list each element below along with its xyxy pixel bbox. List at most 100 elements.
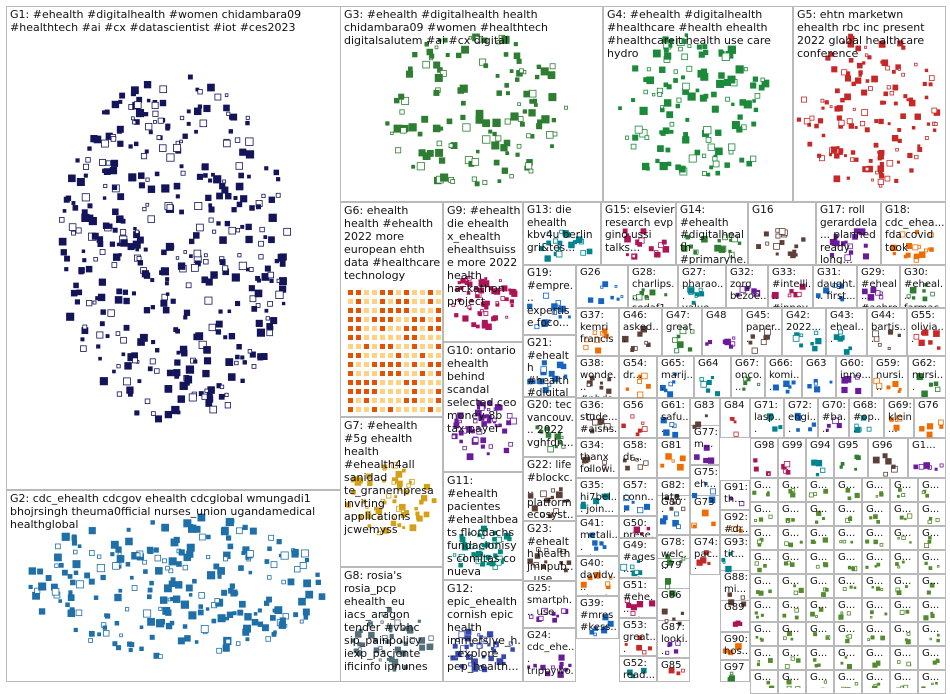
g1-node xyxy=(162,250,167,255)
g1-node xyxy=(181,211,184,214)
g2-node xyxy=(316,580,321,585)
g6-node xyxy=(364,371,369,376)
g3-node xyxy=(493,119,500,126)
group-panel-g70: G70: #ba... xyxy=(818,398,849,438)
g4-node xyxy=(737,127,742,132)
g5-node xyxy=(874,143,878,147)
g4-node xyxy=(702,154,705,157)
g6-node xyxy=(388,362,393,367)
g1-node xyxy=(265,266,270,271)
group-label-minor: G... xyxy=(782,480,799,492)
g5-node xyxy=(878,166,884,172)
g1-node xyxy=(237,202,242,207)
g6-node xyxy=(412,335,417,340)
g1-node xyxy=(101,140,108,147)
minor-group-node xyxy=(626,388,629,391)
g5-node xyxy=(841,98,845,102)
g2-node xyxy=(277,539,281,543)
g1-node xyxy=(72,231,76,235)
g9-node xyxy=(486,324,492,330)
group-label-minor: G... xyxy=(754,528,771,540)
g2-node xyxy=(166,623,172,629)
g1-node xyxy=(202,394,207,399)
g6-node xyxy=(396,407,401,412)
group-panel-g33: G33: #intelli... #innov... xyxy=(768,265,813,308)
minor-group-node xyxy=(701,382,707,388)
g3-node xyxy=(504,53,508,57)
g2-node xyxy=(267,576,271,580)
group-label-g64: G64 xyxy=(698,358,718,370)
g1-node xyxy=(103,169,107,173)
g4-node xyxy=(715,130,721,136)
g2-node xyxy=(115,621,119,625)
group-label-g39: G39: #mres #kess... xyxy=(580,598,618,639)
group-label-minor: G... xyxy=(894,624,911,636)
g2-node xyxy=(97,564,104,571)
group-label-g62: G62: nursi... xyxy=(912,358,945,394)
group-label-minor: G... xyxy=(754,552,771,564)
minor-group-node xyxy=(672,460,674,462)
g2-node xyxy=(166,566,170,570)
g1-node xyxy=(246,121,250,125)
minor-group-node xyxy=(779,229,785,235)
g1-node xyxy=(67,313,74,320)
g2-node xyxy=(143,610,150,617)
g1-node xyxy=(119,100,122,103)
g1-node xyxy=(121,219,125,223)
g6-node xyxy=(420,362,425,367)
group-label-g71: G71: lasp... xyxy=(754,400,783,436)
g1-node xyxy=(229,130,233,134)
g1-node xyxy=(59,218,64,223)
g3-node xyxy=(472,159,479,166)
g6-node xyxy=(372,353,377,358)
g3-node xyxy=(494,160,499,165)
g6-node xyxy=(356,389,361,394)
g1-node xyxy=(148,367,152,371)
group-panel-g22: G22: life #blockc... platform ecosyst... xyxy=(523,457,576,521)
g3-node xyxy=(436,149,443,156)
g2-node xyxy=(201,625,208,632)
g4-node xyxy=(704,126,711,133)
g1-node xyxy=(63,209,66,212)
g3-node xyxy=(434,90,439,95)
g2-node xyxy=(73,561,80,568)
g6-node xyxy=(412,326,417,331)
g1-node xyxy=(61,250,66,255)
g6-node xyxy=(380,389,385,394)
g2-node xyxy=(207,572,214,579)
minor-group-node xyxy=(814,382,817,385)
group-panel-g24: G24: cdc_ehe... trippywo... xyxy=(523,628,576,682)
g4-node xyxy=(750,83,755,88)
g1-node xyxy=(104,184,107,187)
g1-node xyxy=(237,344,242,349)
minor-group-node xyxy=(840,466,842,468)
g3-node xyxy=(440,174,447,181)
g1-node xyxy=(132,292,135,295)
minor-group-node xyxy=(621,296,623,298)
g1-node xyxy=(99,357,102,360)
g1-node xyxy=(120,93,125,98)
g2-node xyxy=(236,642,240,646)
g3-node xyxy=(417,163,424,170)
g1-node xyxy=(155,348,159,352)
group-panel-g67: G67: onco... xyxy=(731,356,765,398)
g3-node xyxy=(458,88,464,94)
g1-node xyxy=(184,251,187,254)
g3-node xyxy=(427,49,433,55)
g1-node xyxy=(217,193,223,199)
minor-group-node xyxy=(603,282,608,287)
g2-node xyxy=(132,585,137,590)
g1-node xyxy=(91,135,97,141)
g2-node xyxy=(150,581,154,585)
g1-node xyxy=(108,310,115,317)
g3-node xyxy=(550,145,553,148)
g4-node xyxy=(716,80,723,87)
minor-group-node xyxy=(764,564,767,567)
minor-group-node xyxy=(900,516,903,519)
g6-node xyxy=(420,353,425,358)
g2-node xyxy=(239,601,245,607)
g1-node xyxy=(209,207,214,212)
g1-node xyxy=(59,238,66,245)
g6-node xyxy=(356,344,361,349)
g3-node xyxy=(439,127,442,130)
